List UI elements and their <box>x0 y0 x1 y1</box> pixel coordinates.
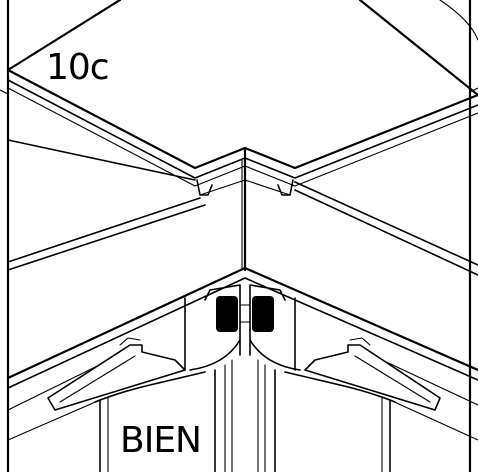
frame-border <box>6 0 472 472</box>
corner-profile <box>184 284 301 371</box>
circular-arc <box>439 0 478 41</box>
corner-seam <box>241 148 247 272</box>
side-panels <box>7 139 478 276</box>
figure-label-bottom: BIEN <box>118 420 203 461</box>
lower-frame <box>6 266 478 441</box>
top-plate <box>0 0 478 196</box>
lower-legs <box>94 359 396 472</box>
right-clip <box>304 337 441 411</box>
figure-label-top: 10c <box>46 47 110 88</box>
left-clip <box>47 337 186 411</box>
